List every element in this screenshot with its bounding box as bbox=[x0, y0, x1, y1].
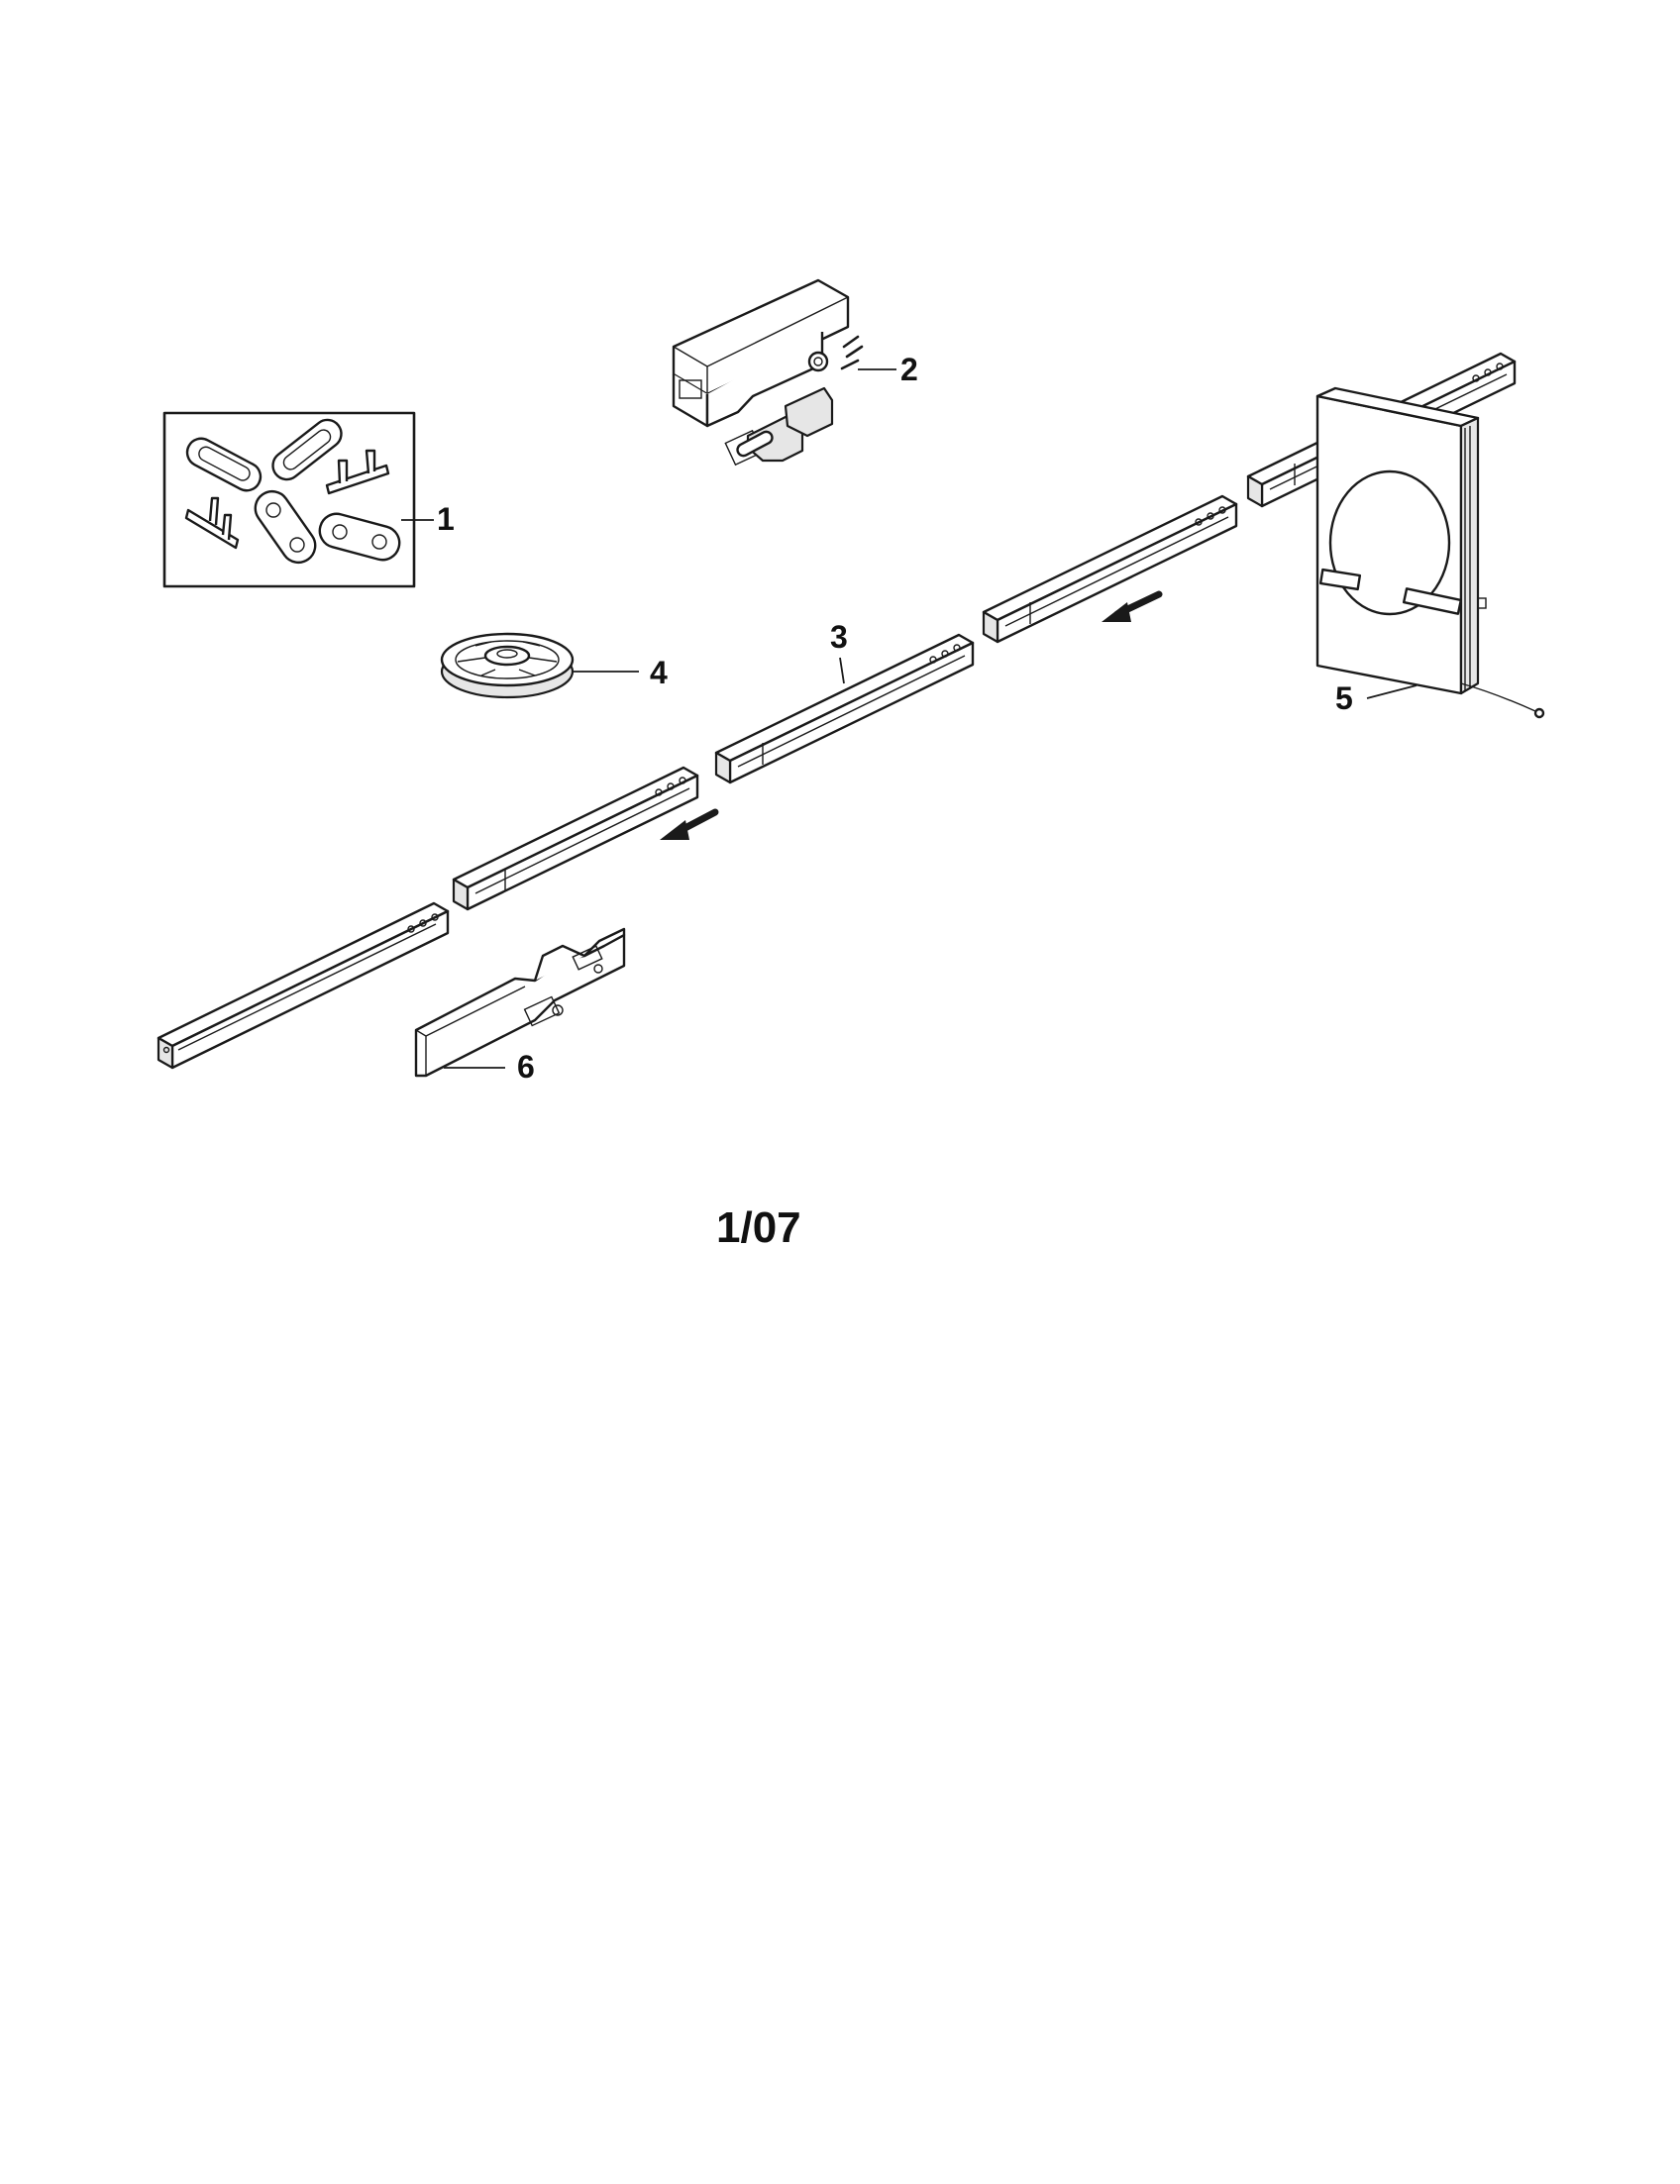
callout-3: 3 bbox=[830, 619, 848, 655]
callout-6: 6 bbox=[517, 1049, 535, 1085]
leader-line-3 bbox=[839, 657, 845, 684]
part-5-carton bbox=[1315, 386, 1545, 719]
part-1-link-kit bbox=[162, 411, 434, 588]
rail-section bbox=[714, 633, 975, 784]
rail-section bbox=[452, 766, 699, 911]
rail-section bbox=[982, 494, 1238, 644]
part-4-sprocket bbox=[440, 632, 639, 699]
rail-section bbox=[157, 901, 450, 1070]
leader-line-5 bbox=[1366, 684, 1418, 699]
master-link-icon bbox=[271, 418, 343, 481]
callout-1: 1 bbox=[437, 501, 455, 537]
part-6-door-bracket bbox=[414, 927, 626, 1078]
link-pin-plate-icon bbox=[325, 449, 390, 495]
link-kit-box bbox=[162, 411, 416, 588]
assembly-direction-arrow bbox=[660, 808, 719, 840]
callout-5: 5 bbox=[1335, 680, 1353, 716]
part-3-rail bbox=[157, 352, 1517, 1070]
link-side-plate-icon bbox=[318, 512, 401, 562]
callout-4: 4 bbox=[650, 655, 668, 690]
assembly-direction-arrow bbox=[1102, 590, 1163, 622]
callout-2: 2 bbox=[900, 352, 918, 387]
master-link-icon bbox=[185, 437, 262, 492]
part-2-trolley bbox=[672, 278, 896, 467]
link-pin-plate-icon bbox=[184, 496, 240, 550]
diagram-date-code: 1/07 bbox=[716, 1203, 801, 1252]
link-side-plate-icon bbox=[254, 489, 317, 565]
